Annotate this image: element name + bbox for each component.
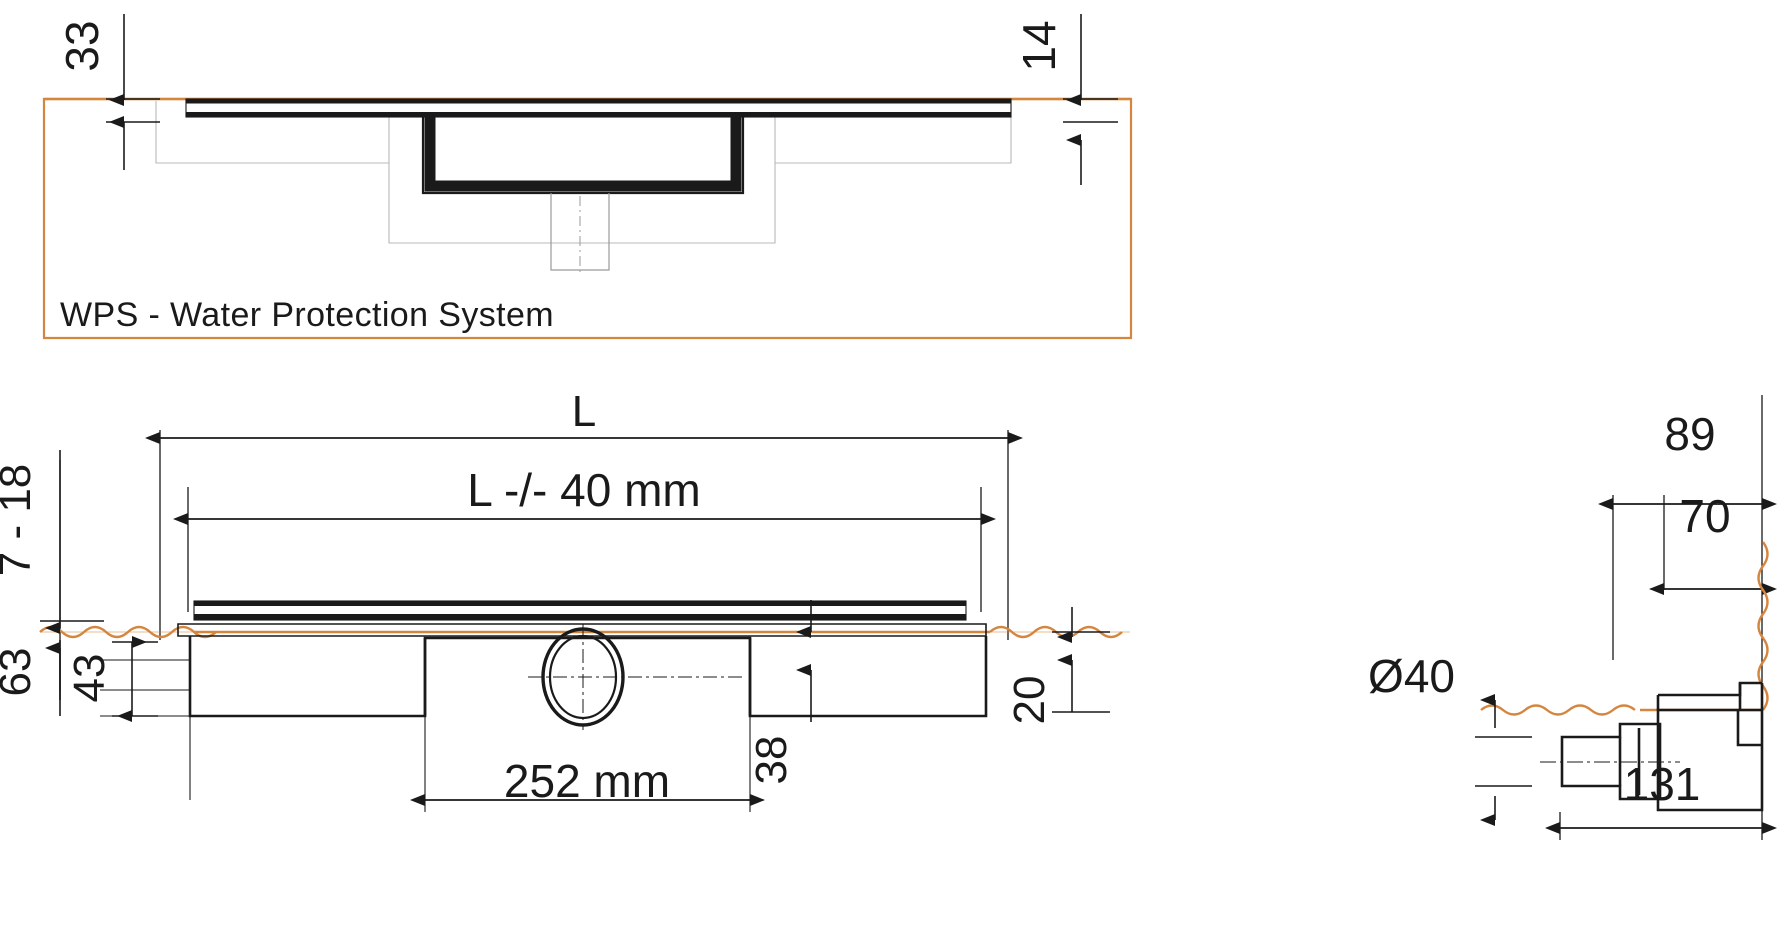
dimension-label-L-minus-40: L -/- 40 mm — [467, 464, 700, 516]
dimension-label-38: 38 — [747, 736, 796, 785]
dimension-38: 38 — [747, 600, 812, 785]
dimension-43: 43 — [65, 636, 158, 722]
outlet-circle-front — [528, 624, 742, 730]
dimension-label-33: 33 — [56, 20, 108, 71]
outlet-pipe-side — [1560, 722, 1662, 801]
dimension-label-89: 89 — [1664, 408, 1715, 460]
top-section-view: 33 14 WPS - Water Protection System — [42, 14, 1133, 340]
dimension-dia40: Ø40 — [1368, 650, 1532, 826]
wps-membrane-side — [1480, 541, 1769, 716]
outlet-body-side — [1656, 681, 1764, 812]
grate-cover-top — [185, 98, 1012, 118]
dimension-label-L: L — [572, 387, 596, 436]
side-elevation-view: 89 70 — [1368, 395, 1777, 840]
dimension-label-43: 43 — [65, 654, 114, 703]
substrate-outline — [155, 100, 1012, 244]
dimension-label-252: 252 mm — [504, 755, 670, 807]
dimension-252: 252 mm — [410, 755, 765, 807]
dimension-33: 33 — [56, 14, 160, 170]
dimension-20: 20 — [1005, 607, 1110, 724]
grate-cover-front — [193, 600, 967, 621]
dimension-label-131: 131 — [1624, 758, 1701, 810]
dimension-label-70: 70 — [1679, 490, 1730, 542]
dimension-label-63: 63 — [0, 648, 40, 697]
dimension-L: L — [145, 387, 1023, 444]
front-elevation-view: L L -/- 40 mm — [0, 387, 1130, 812]
dimension-63: 63 — [0, 640, 61, 716]
dimension-70: 70 — [1649, 490, 1777, 595]
dimension-89: 89 — [1598, 408, 1777, 510]
dimension-label-7-18: 7 - 18 — [0, 464, 40, 577]
dimension-L-minus-40: L -/- 40 mm — [173, 464, 996, 525]
dimension-label-14: 14 — [1013, 20, 1065, 71]
wps-caption: WPS - Water Protection System — [60, 296, 554, 334]
outlet-stub-top — [550, 193, 610, 272]
dimension-label-dia40: Ø40 — [1368, 650, 1455, 702]
dimension-131: 131 — [1545, 758, 1777, 834]
channel-body-profile — [421, 117, 745, 195]
dimension-7-18: 7 - 18 — [0, 450, 104, 700]
dimension-14: 14 — [1013, 14, 1118, 185]
dimension-label-20: 20 — [1005, 676, 1054, 725]
